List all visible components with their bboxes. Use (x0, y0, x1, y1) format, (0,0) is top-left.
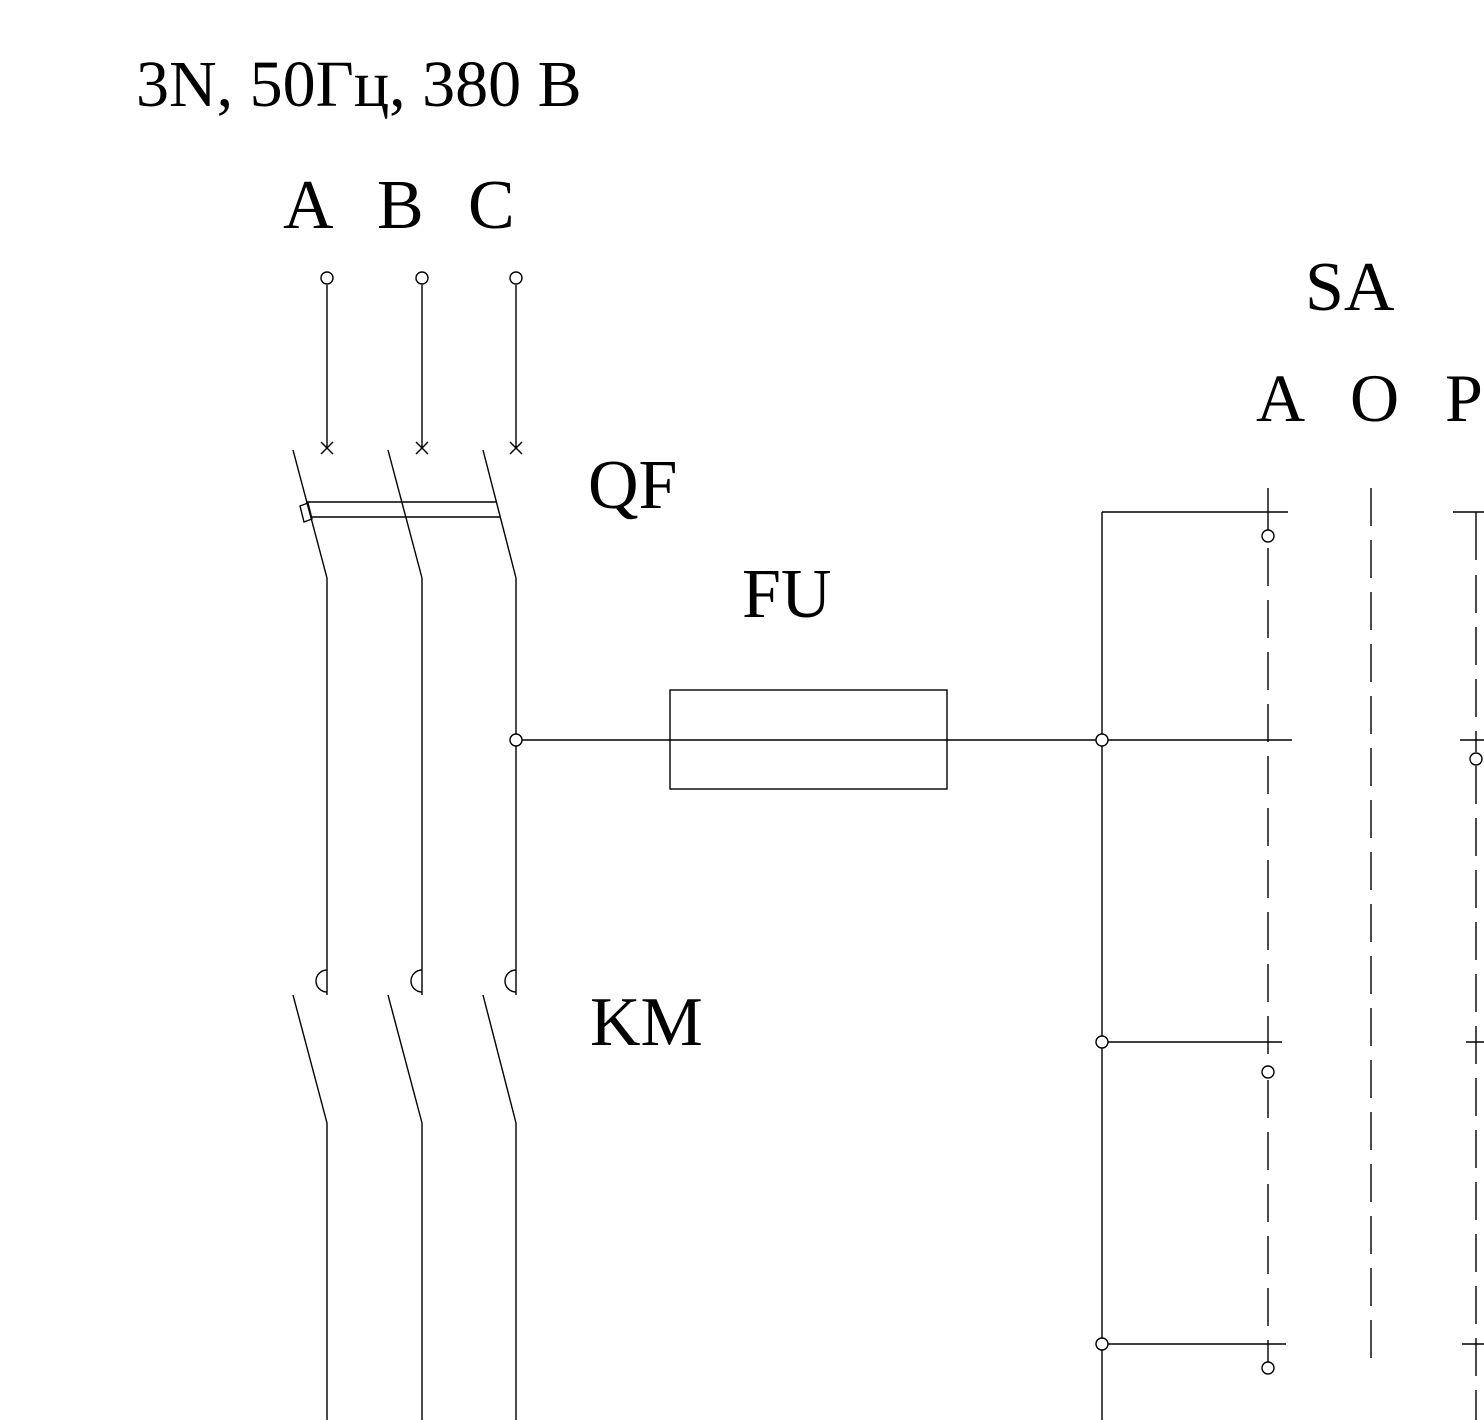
fuse-fu (669, 689, 948, 790)
contactor-km (292, 969, 517, 1124)
junction-node-bus-2 (1095, 1035, 1109, 1049)
breaker-label: QF (588, 447, 677, 524)
contactor-label: KM (590, 984, 703, 1061)
switch-position-o: O (1350, 360, 1399, 436)
control-bus (1101, 511, 1288, 1420)
circuit-breaker-qf (292, 449, 517, 579)
junction-node-bus-3 (1095, 1337, 1109, 1351)
junction-node-phase-c (509, 733, 523, 747)
supply-phase-b (415, 271, 429, 455)
junction-node-bus-1 (1095, 733, 1109, 747)
supply-phase-a (320, 271, 334, 455)
phase-label-b: B (377, 167, 424, 244)
fuse-label: FU (742, 556, 831, 633)
phase-label-c: C (468, 167, 515, 244)
selector-switch-sa (1261, 488, 1484, 1420)
supply-title: 3N, 50Гц, 380 В (136, 48, 582, 121)
switch-position-a: A (1256, 360, 1305, 436)
supply-phase-c (509, 271, 523, 455)
phase-label-a: A (283, 167, 334, 244)
switch-position-p: P (1445, 360, 1483, 436)
switch-label: SA (1305, 249, 1395, 326)
